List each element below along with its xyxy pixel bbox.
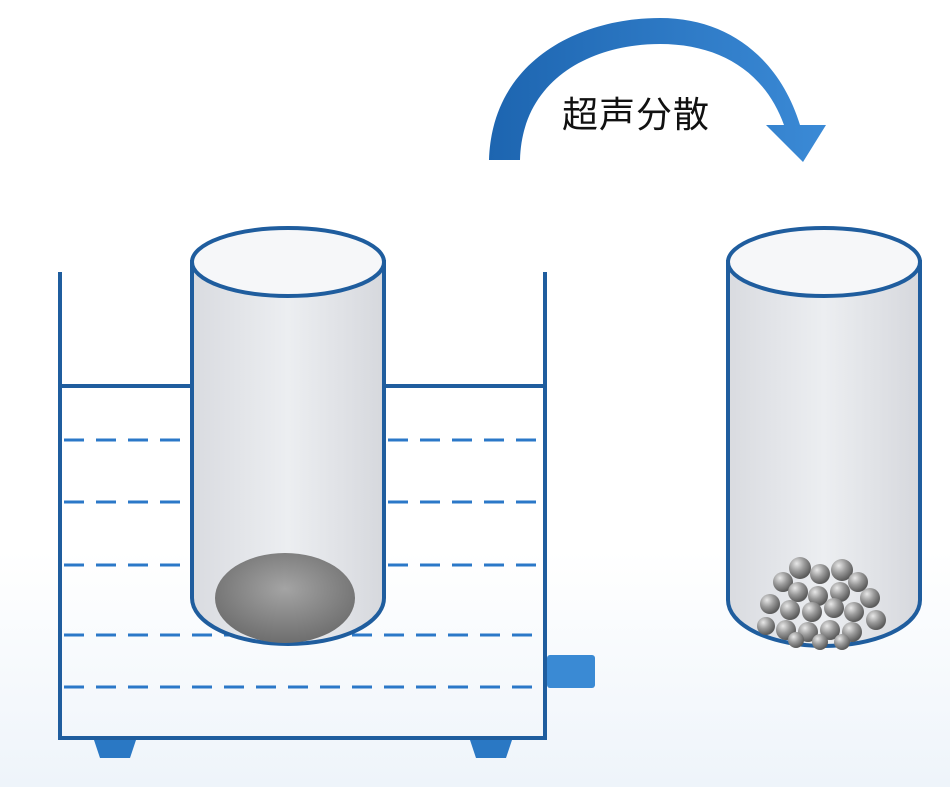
bath-feet [94, 740, 512, 758]
curved-arrow-icon [489, 18, 826, 162]
test-tube-before [190, 226, 386, 646]
process-label: 超声分散 [562, 95, 711, 136]
water-level-lines [64, 438, 543, 689]
drain-pipe [547, 655, 595, 688]
test-tube-after [726, 226, 922, 650]
dispersed-particles [757, 557, 886, 650]
sediment-pellet [215, 553, 355, 643]
ultrasonic-bath [58, 272, 547, 740]
